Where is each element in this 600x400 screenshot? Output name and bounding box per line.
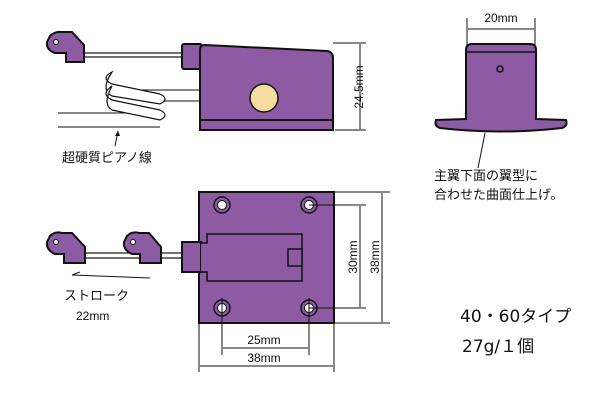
plate-width-label: 38mm <box>247 351 280 365</box>
width-dim-label: 20mm <box>484 11 517 25</box>
side-horn-hole <box>53 39 59 45</box>
plate-height-label: 38mm <box>368 240 382 273</box>
mount-hole <box>213 196 231 214</box>
side-view: 超硬質ピアノ線 24.5mm <box>45 30 366 166</box>
spring <box>105 70 166 121</box>
cavity-notch <box>287 248 303 267</box>
weight-label: 27g/１個 <box>462 337 534 357</box>
servo-cavity <box>201 233 303 282</box>
front-view: 20mm 主翼下面の翼型に 合わせた曲面仕上げ。 <box>434 11 568 203</box>
type-label: 40・60タイプ <box>460 307 571 327</box>
hole-spacing-v-label: 30mm <box>346 240 360 273</box>
pivot-pin <box>249 83 279 113</box>
stroke-label: ストローク <box>64 289 129 304</box>
side-horn <box>45 30 85 63</box>
stroke-arrow <box>71 274 151 279</box>
piano-wire-label: 超硬質ピアノ線 <box>62 150 152 166</box>
stroke-length-label: 22mm <box>76 309 109 323</box>
front-hole <box>496 65 504 73</box>
note-line-1: 主翼下面の翼型に <box>434 169 538 184</box>
side-rod <box>82 52 184 58</box>
top-view: ストローク 22mm 30mm 38mm 25mm 38mm <box>45 191 390 372</box>
hole-spacing-h-label: 25mm <box>247 333 280 347</box>
note-line-2: 合わせた曲面仕上げ。 <box>434 188 563 203</box>
front-body <box>434 43 568 133</box>
top-collar <box>181 241 202 273</box>
height-dim-label: 24.5mm <box>352 65 366 108</box>
surface-pointer <box>477 132 486 169</box>
horn-retracted <box>45 231 86 264</box>
